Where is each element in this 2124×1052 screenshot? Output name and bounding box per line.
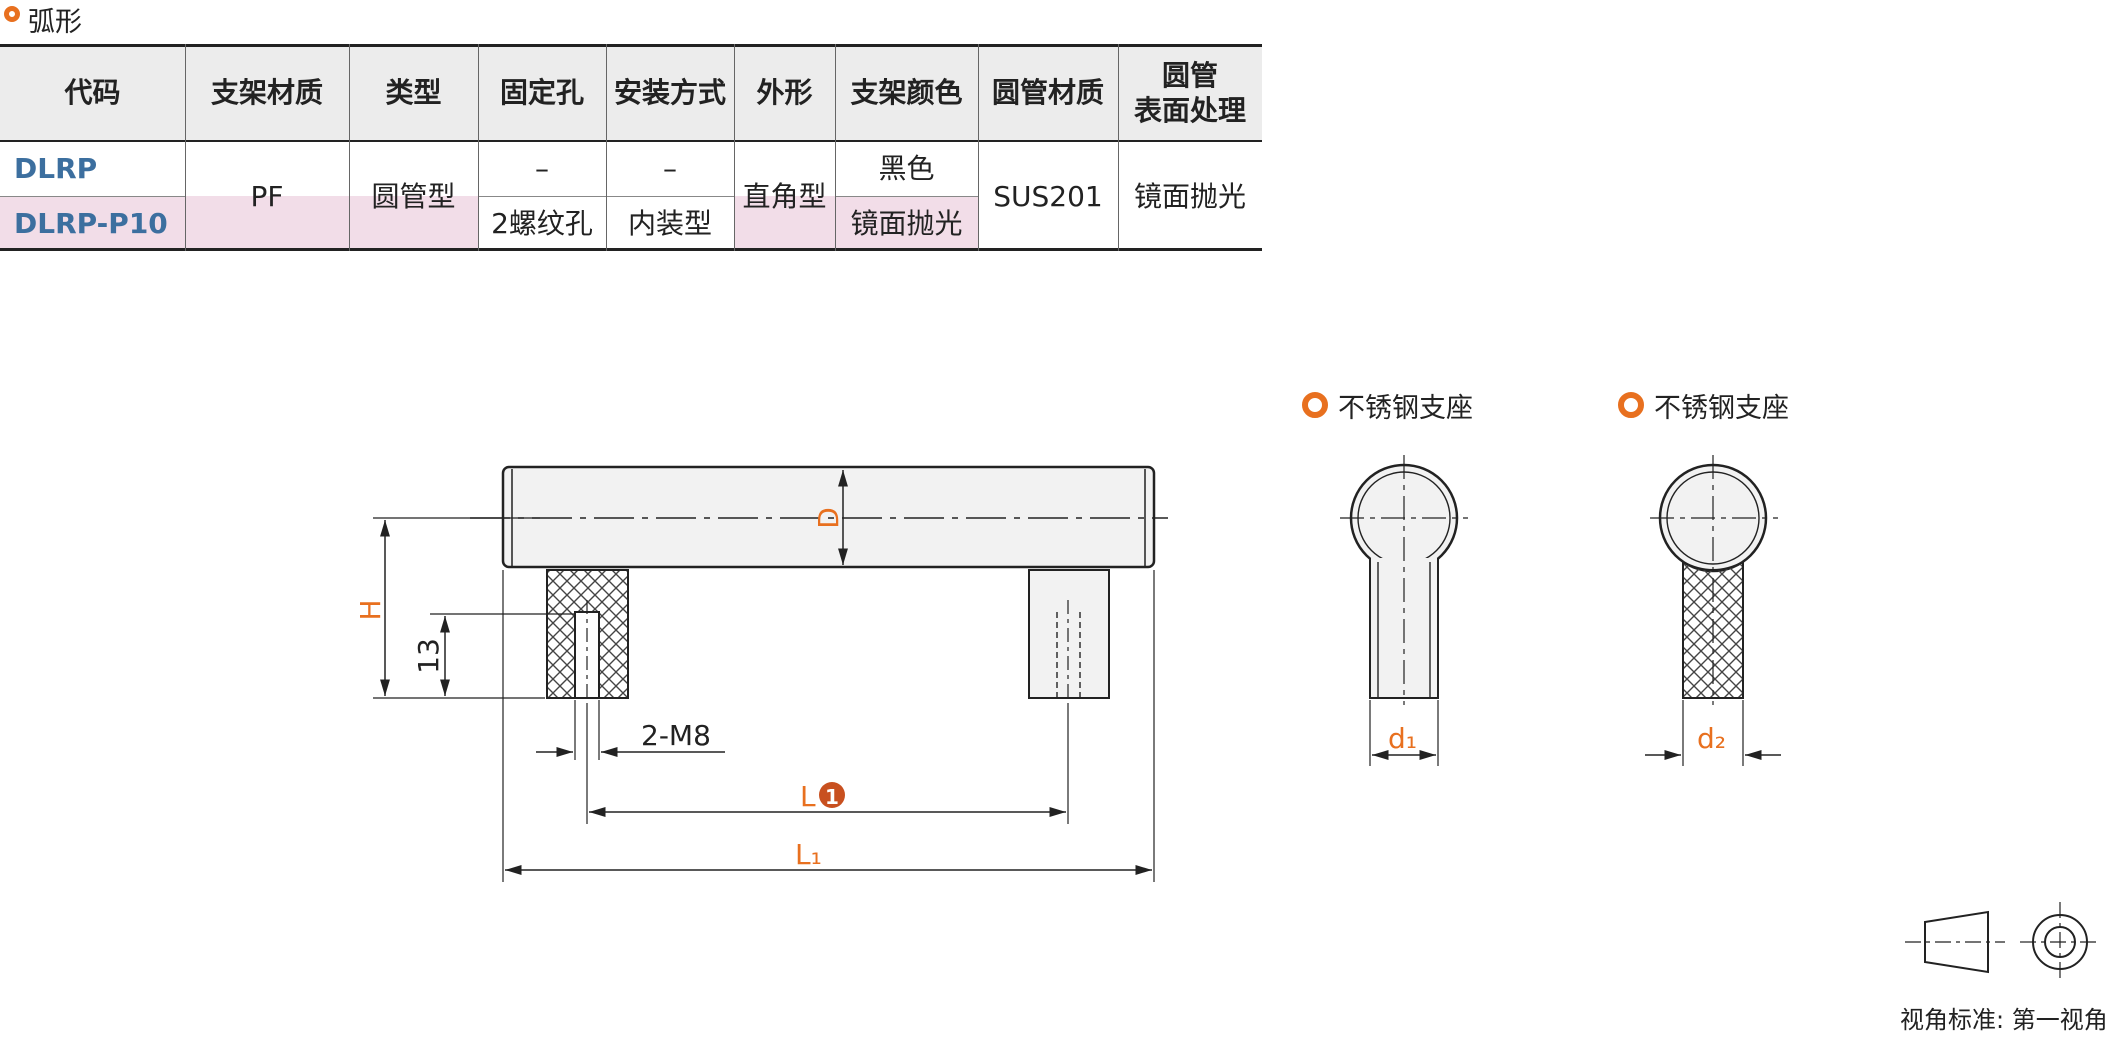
dim-H-label: H: [354, 599, 387, 620]
dim-D-label: D: [812, 507, 845, 529]
note-badge-icon: [819, 782, 845, 808]
th-tube-material: 圆管材质: [978, 44, 1118, 141]
cell-tube-surface: 镜面抛光: [1133, 179, 1246, 213]
cell-tube-material: SUS201: [993, 179, 1103, 213]
table-top-rule: [0, 44, 1262, 47]
row-split-color: [835, 196, 978, 197]
side2-title: 不锈钢支座: [1654, 393, 1789, 424]
th-fixing-hole: 固定孔: [478, 44, 606, 141]
row2-bracket-color: 镜面抛光: [850, 207, 963, 240]
dim-L1-label: L₁: [795, 838, 822, 871]
cell-bracket-material: PF: [250, 179, 284, 213]
th-tube-surface-line1: 圆管: [1161, 58, 1218, 92]
row1-bracket-color: 黑色: [878, 152, 935, 185]
row1-mounting: –: [663, 152, 677, 185]
vrule-3: [478, 44, 479, 251]
cell-type: 圆管型: [371, 179, 456, 213]
right-leg: [1028, 569, 1110, 699]
dim-thread-label: 2-M8: [641, 719, 711, 752]
row2-fixing-hole: 2螺纹孔: [491, 207, 593, 240]
th-bracket-color: 支架颜色: [835, 44, 978, 141]
th-type: 类型: [349, 44, 478, 141]
dim-d1-label: d₁: [1388, 722, 1417, 755]
dim-13-label: 13: [412, 638, 445, 674]
th-mounting: 安装方式: [606, 44, 734, 141]
dim-L-label: L: [800, 780, 816, 813]
table-bottom-rule: [0, 248, 1262, 251]
vrule-7: [978, 44, 979, 251]
section-bullet-icon: [4, 6, 20, 22]
vrule-2: [349, 44, 350, 251]
vrule-1: [185, 44, 186, 251]
side1-bullet-icon: [1302, 392, 1328, 418]
th-bracket-material: 支架材质: [185, 44, 349, 141]
projection-note: 视角标准: 第一视角: [1900, 1006, 2108, 1034]
row1-fixing-hole: –: [535, 152, 549, 185]
vrule-8: [1118, 44, 1119, 251]
vrule-6: [835, 44, 836, 251]
section-title: 弧形: [28, 7, 82, 38]
row2-code: DLRP-P10: [14, 207, 168, 240]
spec-table: 代码 支架材质 类型 固定孔 安装方式 外形 支架颜色 圆管材质 圆管 表面处理…: [0, 44, 1262, 251]
th-code: 代码: [0, 44, 185, 141]
side2-bullet-icon: [1618, 392, 1644, 418]
row2-mounting: 内装型: [627, 207, 712, 240]
th-tube-surface-line2: 表面处理: [1133, 93, 1246, 127]
dim-d2-label: d₂: [1697, 722, 1726, 755]
projection-symbol-icon: [1905, 902, 2100, 982]
side1-title: 不锈钢支座: [1338, 393, 1473, 424]
table-header-rule: [0, 140, 1262, 142]
row1-code: DLRP: [14, 152, 98, 185]
cell-shape: 直角型: [742, 179, 827, 213]
tube-body: [501, 465, 1156, 569]
th-shape: 外形: [734, 44, 835, 141]
note-badge-number: 1: [825, 785, 839, 809]
row-split-code: [0, 196, 185, 197]
th-tube-surface: 圆管 表面处理: [1118, 44, 1262, 141]
vrule-4: [606, 44, 607, 251]
vrule-5: [734, 44, 735, 251]
